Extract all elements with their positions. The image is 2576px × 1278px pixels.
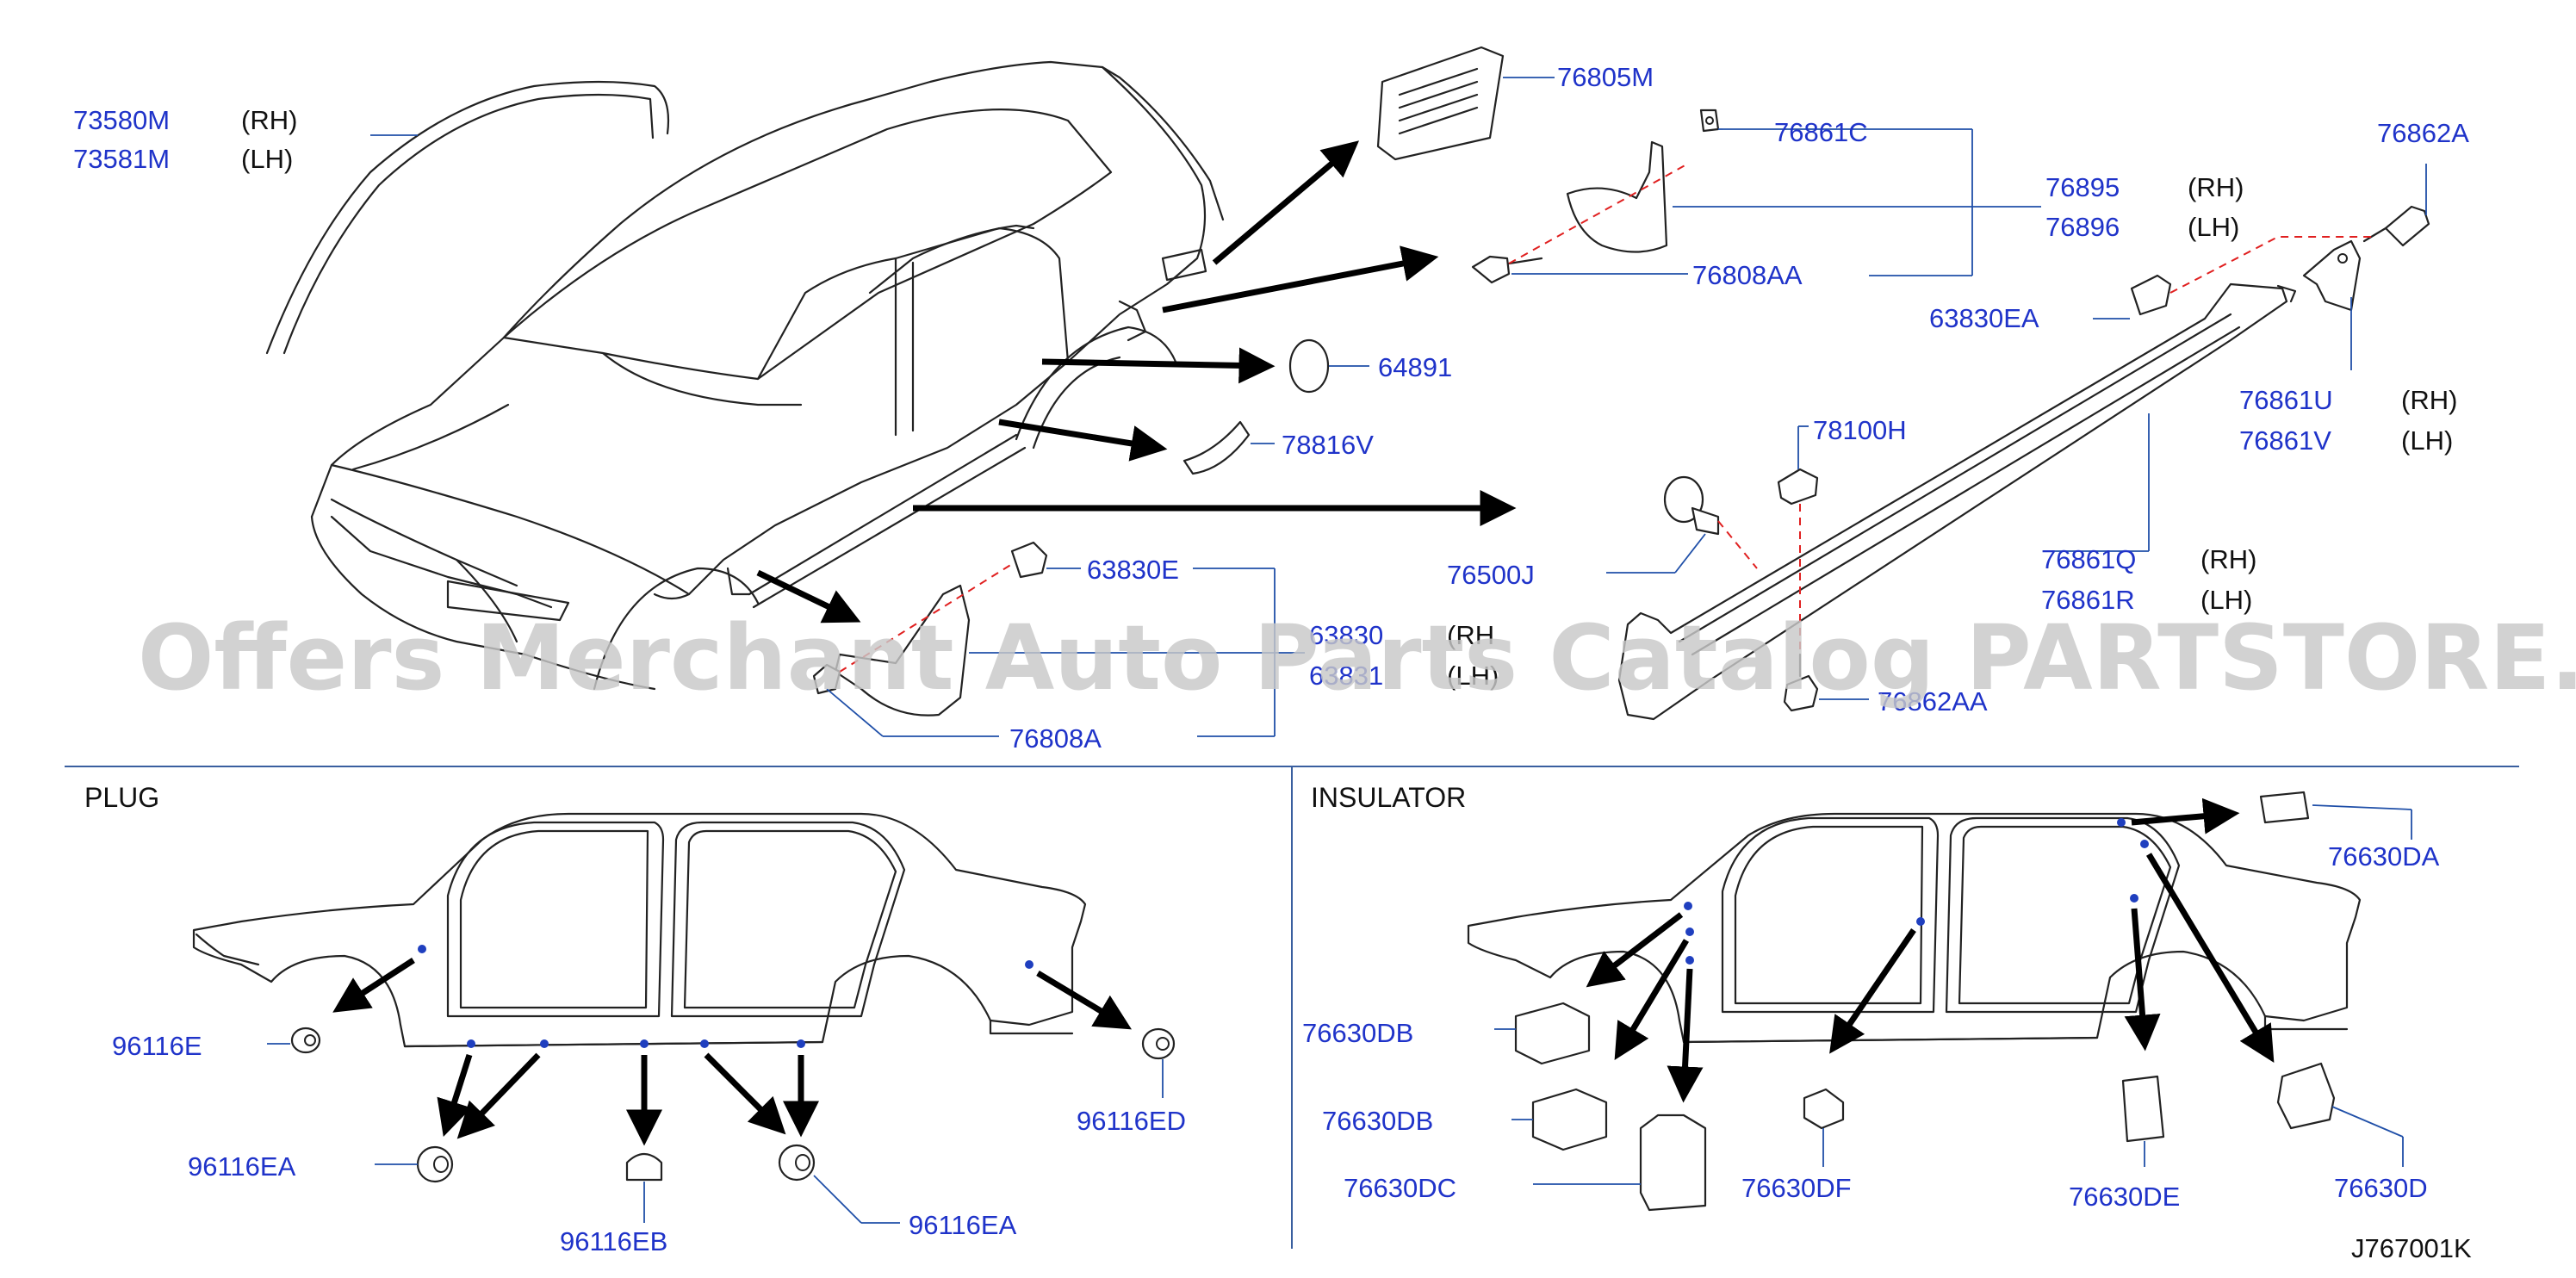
label-76808a[interactable]: 76808A [1009, 723, 1102, 754]
car-illustration [310, 60, 1225, 691]
label-76861c[interactable]: 76861C [1774, 117, 1868, 147]
front-mud-guard-part [812, 541, 1305, 737]
side-lh-73581m: (LH) [241, 144, 293, 174]
side-lh-76861v: (LH) [2401, 425, 2453, 456]
insulator-arrows [1586, 797, 2275, 1103]
label-76630d[interactable]: 76630D [2334, 1173, 2428, 1203]
side-lh-63831: (LH) [1447, 661, 1499, 691]
plug-body-side [192, 812, 1087, 1048]
plug-attach-dots [418, 945, 1034, 1048]
label-96116ed[interactable]: 96116ED [1077, 1106, 1186, 1136]
label-76808aa[interactable]: 76808AA [1692, 260, 1803, 290]
label-76630da[interactable]: 76630DA [2328, 841, 2440, 872]
label-76861r[interactable]: 76861R [2041, 585, 2135, 615]
label-63831[interactable]: 63831 [1309, 661, 1383, 691]
label-76861v[interactable]: 76861V [2239, 425, 2331, 456]
label-96116eb[interactable]: 96116EB [560, 1226, 667, 1256]
grommet-part [1606, 475, 1758, 574]
label-96116e[interactable]: 96116E [112, 1031, 202, 1061]
section-title-plug: PLUG [84, 782, 159, 813]
top-arrows [756, 140, 1517, 623]
watermark: Offers Merchant Auto Parts Catalog PARTS… [138, 605, 2576, 710]
label-63830ea[interactable]: 63830EA [1929, 303, 2039, 333]
label-76896[interactable]: 76896 [2045, 212, 2120, 242]
plug-parts [267, 1027, 1176, 1224]
label-76861q[interactable]: 76861Q [2041, 544, 2136, 574]
insulator-labels: 76630DA 76630DB 76630DB 76630DC 76630DF … [1302, 841, 2440, 1212]
side-lh-76896: (LH) [2188, 212, 2239, 242]
bolt-part [2362, 164, 2430, 247]
label-64891[interactable]: 64891 [1378, 352, 1452, 382]
label-76861u[interactable]: 76861U [2239, 385, 2333, 415]
label-76862a[interactable]: 76862A [2377, 118, 2469, 148]
bracket-part [2302, 239, 2362, 370]
insulator-attach-dots [1684, 818, 2149, 965]
nut-clip-part [1777, 425, 1819, 655]
side-rh-63830: (RH [1447, 620, 1494, 650]
label-76895[interactable]: 76895 [2045, 172, 2120, 202]
cap-part [1288, 338, 1369, 394]
insulator-parts [1494, 791, 2412, 1212]
side-rh-76895: (RH) [2188, 172, 2244, 202]
side-rh-76861u: (RH) [2401, 385, 2457, 415]
label-76630df[interactable]: 76630DF [1741, 1173, 1852, 1203]
label-76630de[interactable]: 76630DE [2069, 1182, 2180, 1212]
insulator-body-side [1467, 812, 2362, 1044]
label-73580m[interactable]: 73580M [73, 105, 170, 135]
plug-arrows [332, 958, 1133, 1146]
label-76500j[interactable]: 76500J [1447, 560, 1535, 590]
label-96116ea-left[interactable]: 96116EA [188, 1151, 296, 1182]
label-76805m[interactable]: 76805M [1557, 62, 1654, 92]
label-76630db-2[interactable]: 76630DB [1322, 1106, 1433, 1136]
finisher-part [1182, 420, 1275, 475]
label-63830[interactable]: 63830 [1309, 620, 1383, 650]
side-rh-76861q: (RH) [2200, 544, 2256, 574]
label-78816v[interactable]: 78816V [1282, 430, 1374, 460]
label-63830e[interactable]: 63830E [1087, 555, 1179, 585]
side-rh-73580m: (RH) [241, 105, 297, 135]
label-76630dc[interactable]: 76630DC [1344, 1173, 1456, 1203]
side-sill-cover-part [1617, 282, 2297, 721]
side-lh-76861r: (LH) [2200, 585, 2252, 615]
rear-mud-guard-part [1471, 109, 2041, 284]
air-outlet-grille-part [1376, 46, 1555, 161]
label-76630db-1[interactable]: 76630DB [1302, 1018, 1413, 1048]
diagram-code: J767001K [2351, 1233, 2472, 1263]
label-96116ea-right[interactable]: 96116EA [909, 1210, 1017, 1240]
bolt-bottom-part [1783, 653, 1869, 712]
label-73581m[interactable]: 73581M [73, 144, 170, 174]
drip-molding-part [265, 80, 670, 355]
clip-part [2093, 236, 2377, 320]
plug-labels: 96116E 96116EA 96116EB 96116EA 96116ED [112, 1031, 1186, 1256]
part-labels: 73580M (RH) 73581M (LH) 76805M 76861C 76… [73, 62, 2469, 754]
label-78100h[interactable]: 78100H [1813, 415, 1907, 445]
section-title-insulator: INSULATOR [1311, 782, 1466, 813]
label-76862aa[interactable]: 76862AA [1878, 686, 1988, 717]
